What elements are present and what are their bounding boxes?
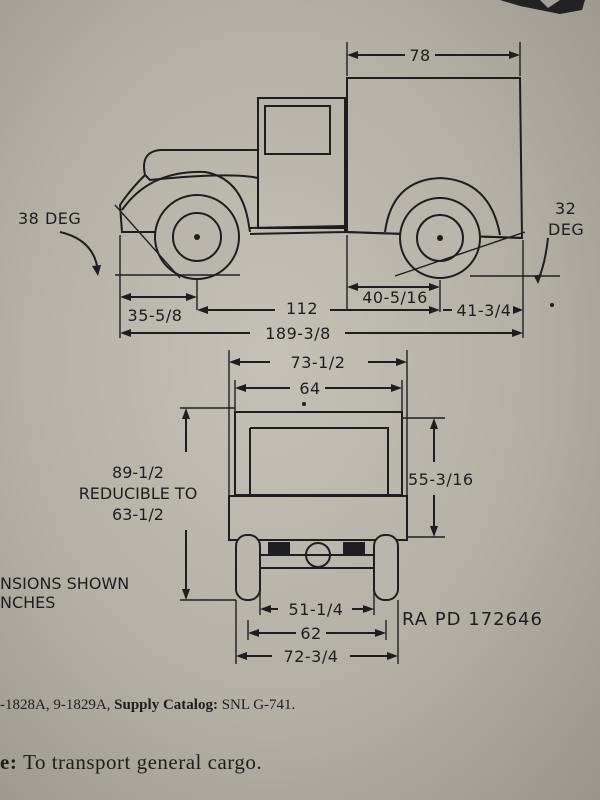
- purpose-prefix: e:: [0, 750, 24, 774]
- rear-extension-lines: [180, 350, 445, 664]
- catalog-label: Supply Catalog:: [114, 697, 218, 713]
- label-track: 62: [300, 624, 321, 643]
- dim-overall-width: 73-1/2: [229, 353, 407, 372]
- label-inner-track: 51-1/4: [289, 600, 344, 619]
- header-fragment: [500, 0, 585, 14]
- front-wheel: [154, 194, 240, 280]
- dimensions-note: NSIONS SHOWN NCHES: [0, 574, 129, 612]
- dim-inner-track: 51-1/4: [260, 600, 374, 619]
- label-overall-width: 73-1/2: [291, 353, 346, 372]
- label-overall-length: 189-3/8: [265, 324, 331, 343]
- catalog-value: SNL G-741.: [217, 697, 296, 713]
- rear-left-tire: [235, 534, 261, 601]
- label-departure-angle-unit: DEG: [548, 220, 584, 239]
- dim-overall-length: 189-3/8: [120, 324, 523, 343]
- label-cab-height: 55-3/16: [408, 470, 474, 489]
- extension-lines: [119, 235, 524, 338]
- purpose-line: e: To transport general cargo.: [0, 750, 262, 775]
- dim-body-width: 64: [235, 379, 402, 406]
- dim-track: 62: [247, 620, 387, 643]
- dim-cab-height: 55-3/16: [408, 418, 474, 537]
- dimensions-note-line-1: NSIONS SHOWN: [0, 574, 130, 593]
- dim-rear-wheel-to-body: 40-5/16: [347, 283, 440, 307]
- label-rear-wheel-to-body: 40-5/16: [362, 288, 428, 307]
- label-outer-width: 72-3/4: [284, 647, 339, 666]
- height-line-3: 63-1/2: [112, 505, 164, 524]
- label-approach-angle: 38 DEG: [18, 209, 81, 228]
- height-line-1: 89-1/2: [112, 463, 164, 482]
- catalog-line: -1828A, 9-1829A, Supply Catalog: SNL G-7…: [0, 697, 295, 714]
- label-rear-overhang: 41-3/4: [457, 301, 512, 320]
- height-line-2: REDUCIBLE TO: [78, 484, 198, 503]
- dim-outer-width: 72-3/4: [236, 647, 398, 666]
- dim-overall-height: [182, 408, 190, 600]
- rear-right-tire: [373, 534, 399, 601]
- figure-reference: RA PD 172646: [402, 609, 543, 630]
- overall-height-label: 89-1/2 REDUCIBLE TO 63-1/2: [58, 462, 218, 525]
- label-front-overhang: 35-5/8: [128, 306, 183, 325]
- rear-view-truck: [228, 411, 408, 569]
- angle-lines: [59, 204, 560, 281]
- label-body-width: 64: [299, 379, 320, 398]
- label-departure-angle-value: 32: [555, 199, 576, 218]
- dimensions-note-line-2: NCHES: [0, 593, 56, 612]
- label-top-length: 78: [409, 46, 430, 65]
- dim-top-length: 78: [346, 42, 521, 76]
- label-wheelbase: 112: [286, 299, 318, 318]
- catalog-prefix: -1828A, 9-1829A,: [0, 697, 115, 713]
- rear-wheel: [399, 197, 481, 279]
- dim-wheelbase-row: 35-5/8 112 41-3/4: [120, 293, 554, 325]
- purpose-text: To transport general cargo.: [23, 750, 263, 774]
